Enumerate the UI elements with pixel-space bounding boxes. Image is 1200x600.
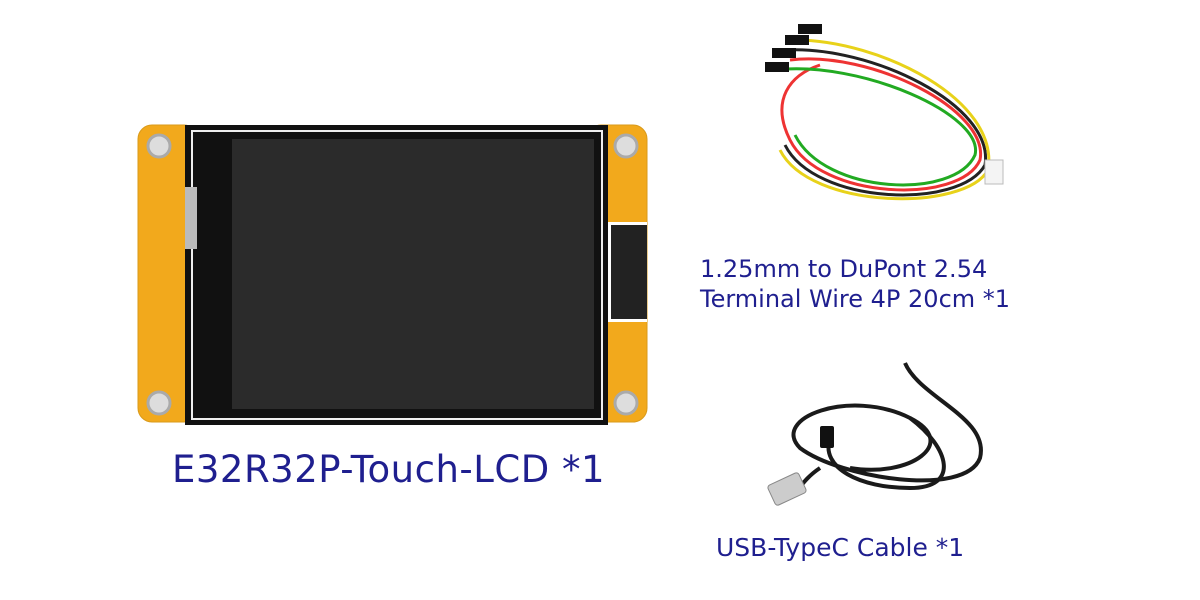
lcd-module-image [137, 124, 648, 425]
terminal-wire-caption-line-2: Terminal Wire 4P 20cm *1 [700, 285, 1011, 313]
terminal-wire-image [765, 24, 1004, 201]
usb-cable-image [767, 362, 983, 506]
usb-cable-caption: USB-TypeC Cable *1 [716, 533, 965, 562]
terminal-wire-caption: 1.25mm to DuPont 2.54 Terminal Wire 4P 2… [700, 254, 1010, 314]
terminal-wire-caption-line-1: 1.25mm to DuPont 2.54 [700, 255, 988, 283]
lcd-module-caption: E32R32P-Touch-LCD *1 [172, 448, 605, 491]
